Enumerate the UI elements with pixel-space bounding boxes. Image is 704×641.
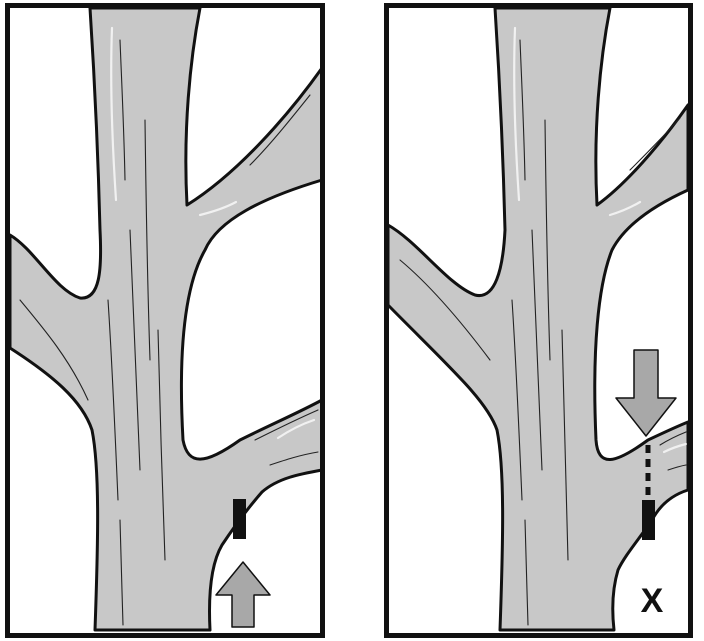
left-cut-mark [233,499,246,539]
left-panel-frame [5,3,325,638]
panel-left [8,6,324,632]
left-tree [8,6,324,632]
incorrect-mark-label: X [641,582,664,620]
arrow-up-icon [215,561,271,628]
right-cut-mark [642,500,655,540]
arrow-down-icon [615,349,677,437]
panel-right: X [386,6,690,632]
right-panel-frame [384,3,693,638]
